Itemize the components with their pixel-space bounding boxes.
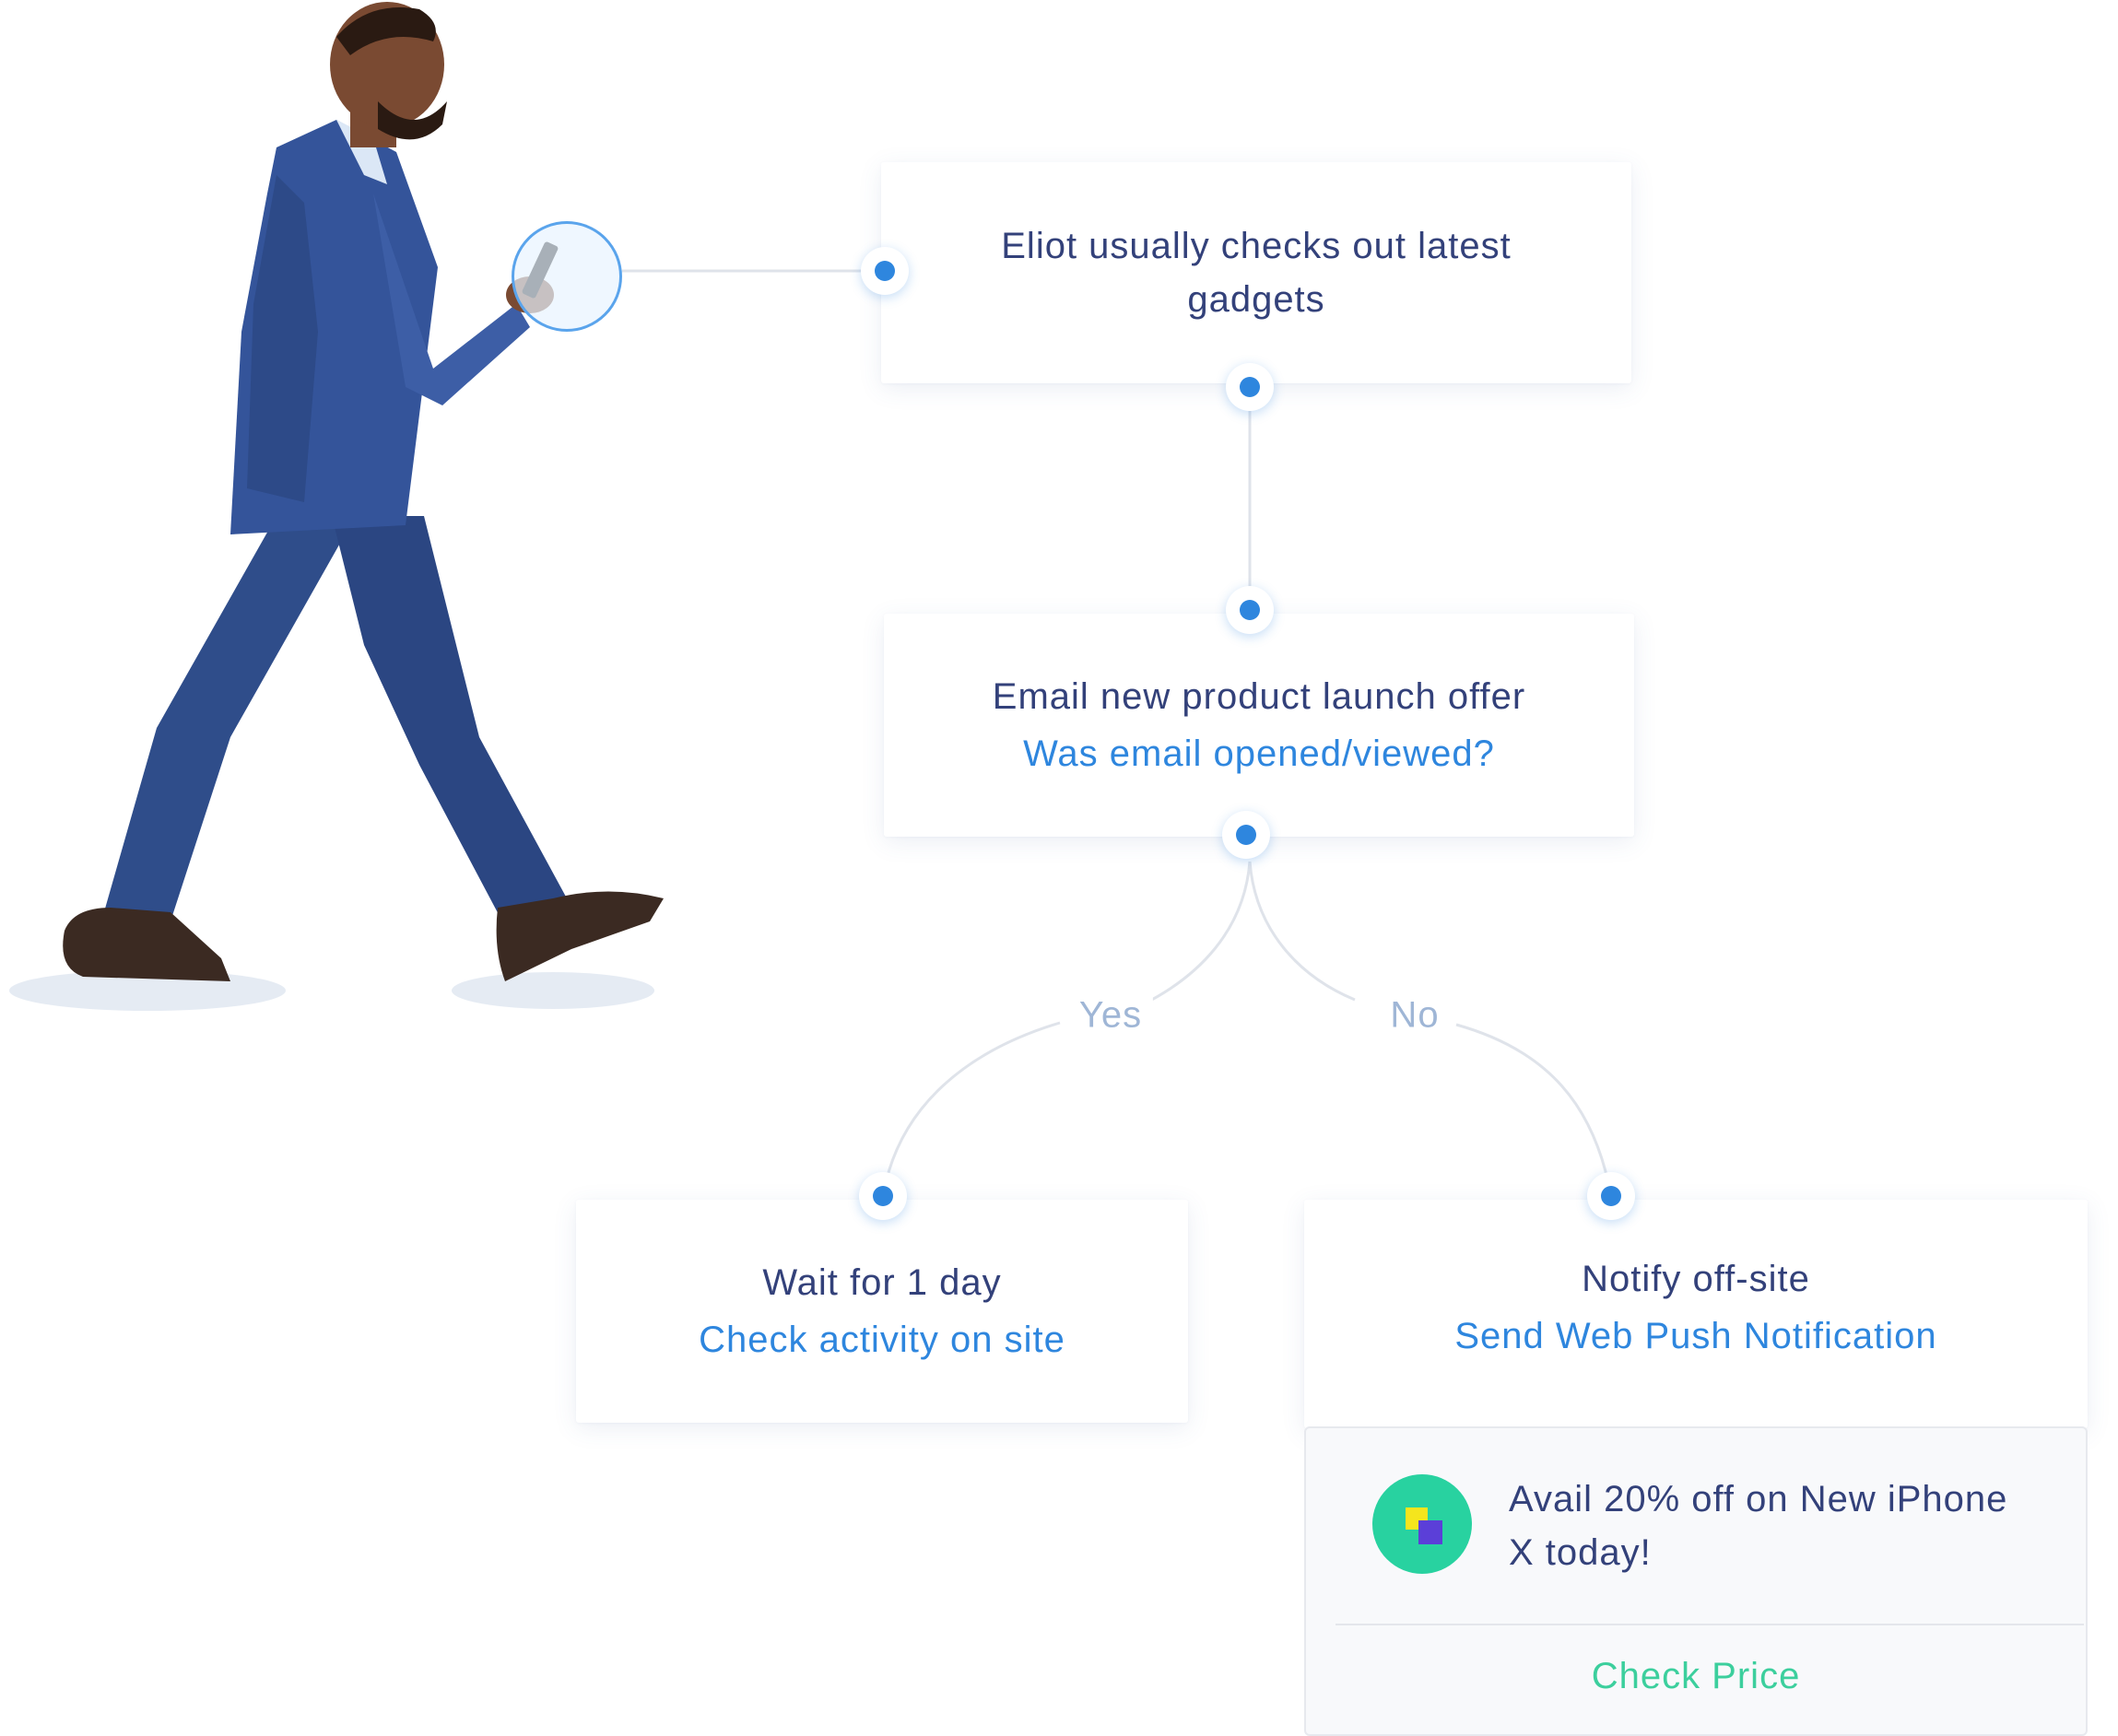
start-output-dot[interactable] xyxy=(1226,363,1274,411)
notify-node-action: Send Web Push Notification xyxy=(1454,1316,1937,1356)
check-price-button[interactable]: Check Price xyxy=(1591,1656,1801,1696)
push-divider xyxy=(1336,1624,2084,1625)
start-node-card[interactable]: Eliot usually checks out latest gadgets xyxy=(881,162,1631,383)
start-input-dot[interactable] xyxy=(861,247,909,295)
web-push-preview: Avail 20% off on New iPhone X today! Che… xyxy=(1304,1426,2088,1736)
notify-node-title: Notify off-site xyxy=(1582,1259,1810,1299)
no-branch-label: No xyxy=(1379,994,1451,1037)
phone-focus-ring xyxy=(512,221,622,332)
wait-node-title: Wait for 1 day xyxy=(762,1262,1002,1303)
notify-node-card[interactable]: Notify off-site Send Web Push Notificati… xyxy=(1304,1200,2088,1428)
yes-branch-connector xyxy=(881,861,1252,1197)
wait-node-card[interactable]: Wait for 1 day Check activity on site xyxy=(576,1200,1188,1423)
push-message: Avail 20% off on New iPhone X today! xyxy=(1509,1479,2008,1573)
email-input-dot[interactable] xyxy=(1226,586,1274,634)
yes-branch-label: Yes xyxy=(1067,994,1154,1037)
start-node-title: Eliot usually checks out latest gadgets xyxy=(1001,226,1512,320)
wait-node-action: Check activity on site xyxy=(699,1320,1065,1360)
app-logo-icon xyxy=(1372,1474,1472,1574)
wait-input-dot[interactable] xyxy=(859,1172,907,1220)
notify-input-dot[interactable] xyxy=(1587,1172,1635,1220)
person-walking-illustration xyxy=(9,2,664,1011)
no-branch-connector xyxy=(1248,861,1613,1197)
email-node-title: Email new product launch offer xyxy=(992,676,1526,717)
email-node-condition: Was email opened/viewed? xyxy=(1023,733,1495,774)
email-node-card[interactable]: Email new product launch offer Was email… xyxy=(884,614,1634,837)
email-output-dot[interactable] xyxy=(1222,811,1270,859)
